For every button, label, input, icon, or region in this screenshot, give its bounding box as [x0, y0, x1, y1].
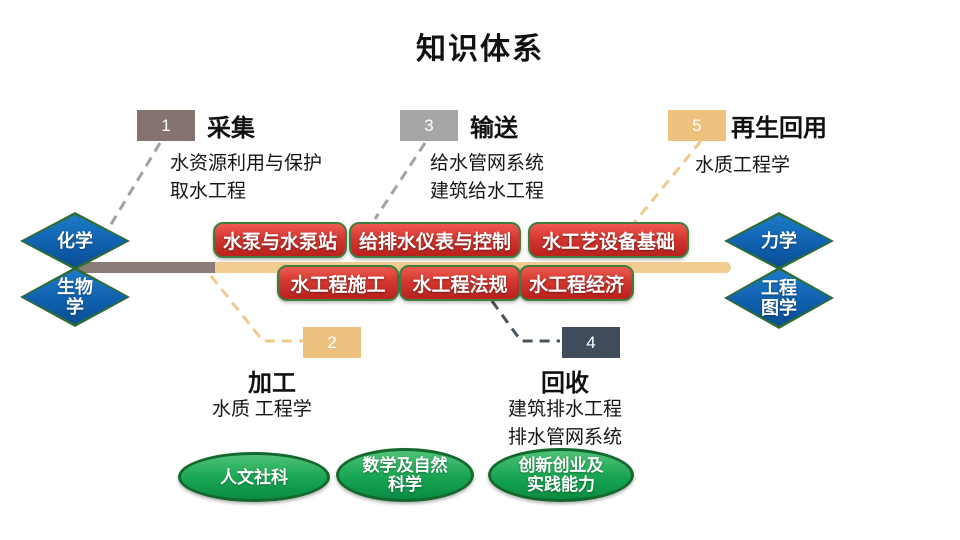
stage-4-number-box: 4 — [562, 327, 620, 358]
diamond-text: 力学 — [724, 212, 834, 270]
ellipse-line: 实践能力 — [527, 475, 595, 494]
stage-2-courses: 水质 工程学 — [212, 396, 312, 424]
timeline-bar-left-segment — [75, 262, 215, 273]
stage-4-number: 4 — [586, 333, 596, 352]
stage-3-number-box: 3 — [400, 110, 458, 141]
basic-subject-chemistry: 化学 — [20, 212, 130, 270]
stage-5-label: 再生回用 — [731, 115, 827, 142]
course-instrumentation-and-control: 给排水仪表与控制 — [349, 222, 521, 258]
stage-3-course-line: 给水管网系统 — [430, 153, 545, 174]
stage-2-number: 2 — [327, 333, 337, 352]
course-water-engineering-regulations: 水工程法规 — [399, 265, 521, 301]
stage-1-course-line: 水资源利用与保护 — [170, 153, 323, 174]
stage-3-courses: 给水管网系统 建筑给水工程 — [430, 150, 544, 206]
stage-3-number: 3 — [424, 116, 434, 135]
course-pumps-and-pump-stations: 水泵与水泵站 — [213, 222, 347, 258]
stage-3-label: 输送 — [470, 115, 518, 142]
stage-1-label: 采集 — [207, 115, 255, 142]
course-water-engineering-construction: 水工程施工 — [277, 265, 399, 301]
diamond-text: 生物 学 — [20, 267, 130, 327]
stage-3-course-line: 建筑给水工程 — [430, 181, 545, 202]
diamond-line: 图学 — [761, 298, 797, 318]
stage-5-number-box: 5 — [668, 110, 726, 141]
diamond-line: 工程 — [761, 278, 797, 298]
stage-5-courses: 水质工程学 — [695, 152, 790, 180]
basic-subject-mechanics: 力学 — [724, 212, 834, 270]
diamond-line: 力学 — [761, 231, 797, 251]
diamond-line: 学 — [66, 297, 84, 317]
stage-2-number-box: 2 — [303, 327, 361, 358]
ellipse-line: 创新创业及 — [518, 456, 604, 475]
diamond-text: 工程 图学 — [724, 267, 834, 329]
course-water-process-equipment: 水工艺设备基础 — [528, 222, 689, 258]
stage-4-course-line: 排水管网系统 — [507, 427, 622, 448]
stage-1-number: 1 — [161, 116, 171, 135]
diagram-title: 知识体系 — [416, 33, 544, 66]
basic-subject-biology: 生物 学 — [20, 267, 130, 327]
foundation-math-natural-science: 数学及自然 科学 — [336, 448, 474, 502]
diamond-text: 化学 — [20, 212, 130, 270]
stage-5-course-line: 水质工程学 — [695, 155, 791, 176]
stage-4-label: 回收 — [541, 370, 589, 397]
stage-1-courses: 水资源利用与保护 取水工程 — [170, 150, 322, 206]
connector-stage5 — [627, 140, 703, 230]
stage-1-course-line: 取水工程 — [170, 181, 247, 202]
stage-5-number: 5 — [692, 116, 702, 135]
foundation-humanities: 人文社科 — [178, 452, 330, 502]
basic-subject-engineering-graphics: 工程 图学 — [724, 267, 834, 329]
stage-4-courses: 建筑排水工程 排水管网系统 — [480, 396, 650, 452]
connector-stage4 — [490, 300, 560, 343]
course-water-engineering-economics: 水工程经济 — [519, 265, 634, 301]
diamond-line: 生物 — [57, 277, 93, 297]
ellipse-line: 人文社科 — [220, 467, 288, 487]
stage-1-number-box: 1 — [137, 110, 195, 141]
stage-2-label: 加工 — [248, 370, 296, 397]
foundation-innovation-practice: 创新创业及 实践能力 — [488, 448, 634, 502]
diamond-line: 化学 — [57, 231, 93, 251]
stage-4-course-line: 建筑排水工程 — [507, 399, 622, 420]
connector-stage3 — [373, 142, 427, 220]
ellipse-line: 科学 — [388, 475, 422, 494]
stage-2-course-line: 水质 工程学 — [212, 399, 312, 420]
ellipse-line: 数学及自然 — [362, 456, 448, 475]
connector-stage1 — [102, 142, 162, 237]
